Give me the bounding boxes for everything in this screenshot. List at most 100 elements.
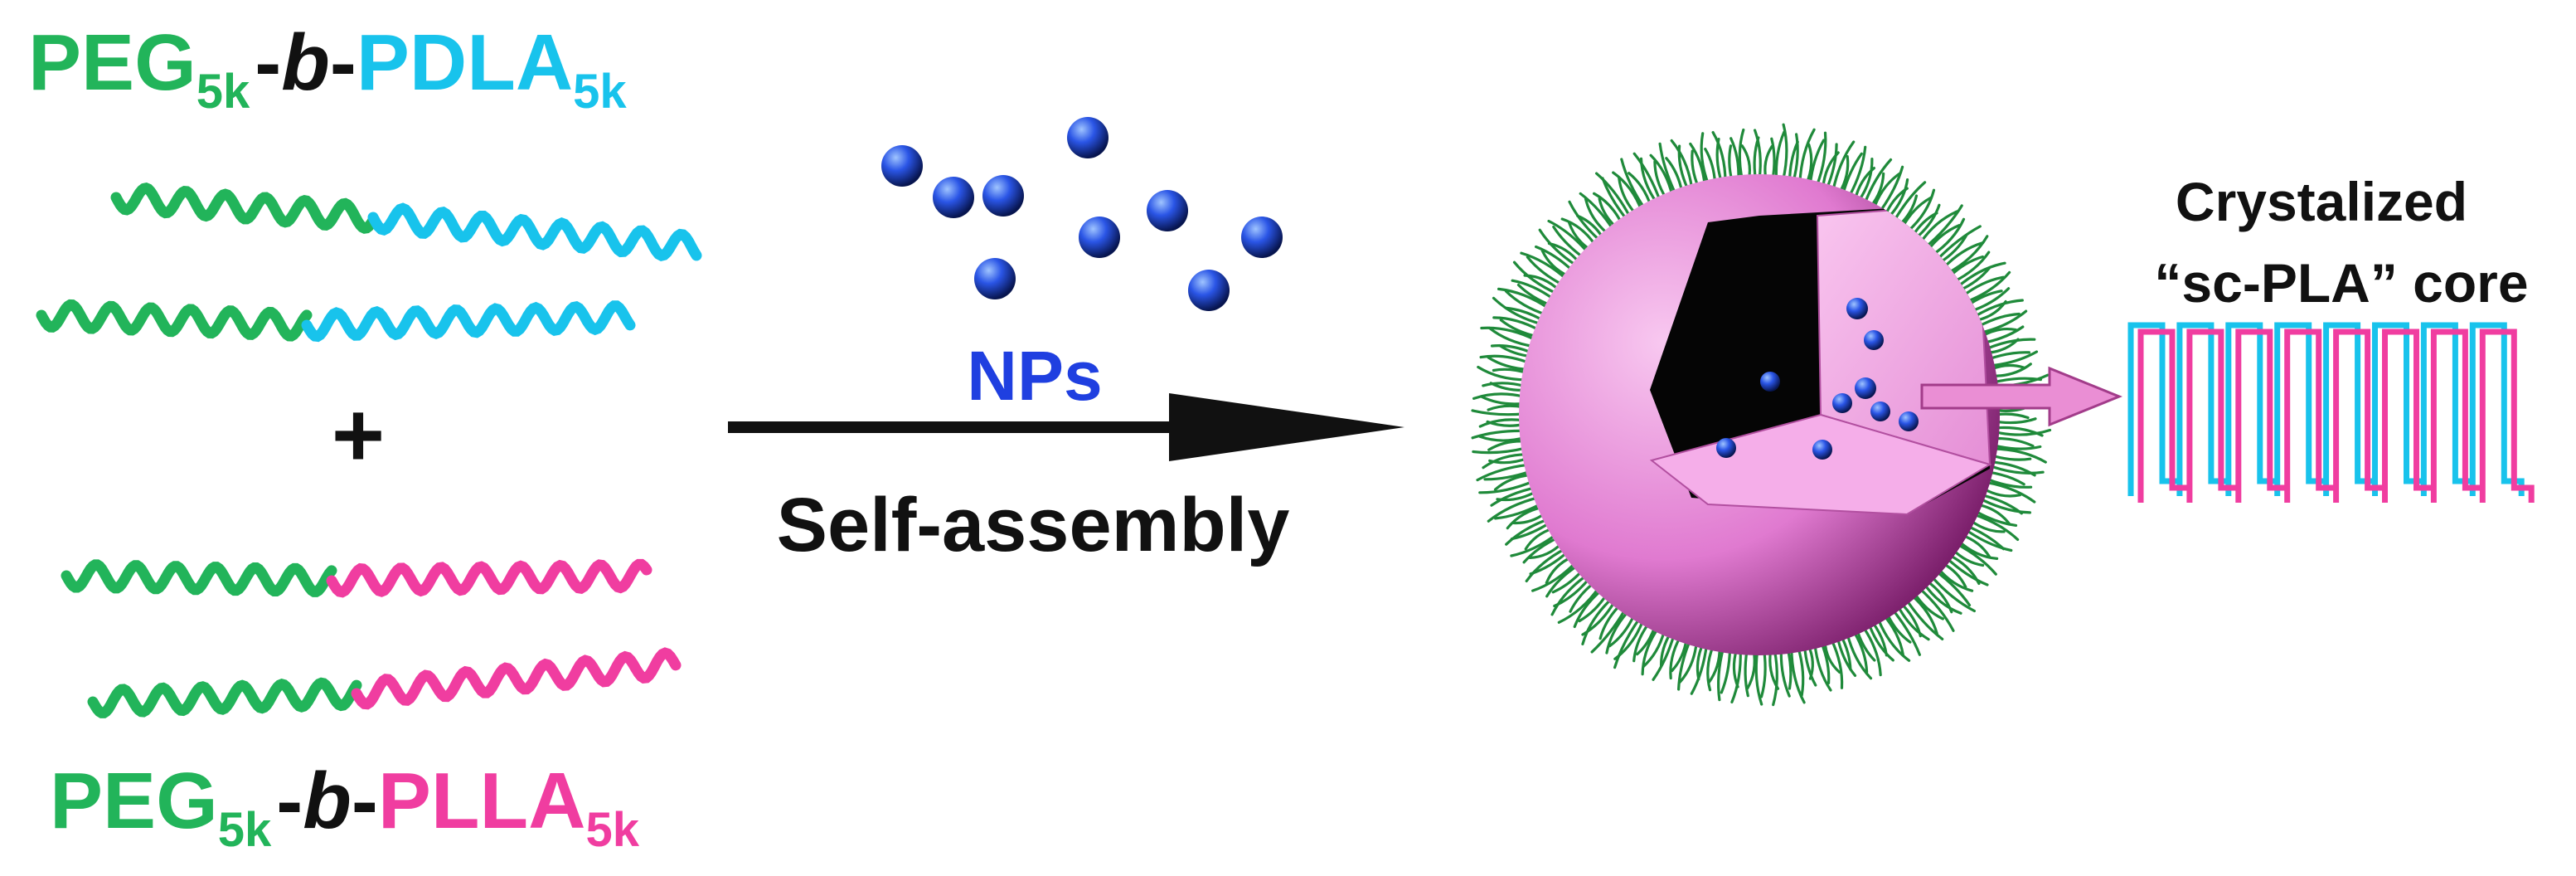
nanoparticle <box>1855 377 1876 399</box>
nanoparticle <box>1899 411 1919 431</box>
peg-hair <box>1815 131 1827 188</box>
peg-hair <box>1964 270 2011 304</box>
dash: - <box>352 757 378 845</box>
peg-hair <box>1729 137 1740 182</box>
peg-hair <box>1658 142 1677 197</box>
peg-hair <box>1487 404 1526 411</box>
bottom-copolymer-label: PEG5k-b-PLLA5k <box>50 757 640 857</box>
core-pointer-arrow <box>1920 366 2122 427</box>
peg-hair <box>1774 130 1786 182</box>
peg-hair <box>1487 496 1540 523</box>
core-label-line2: “sc-PLA” core <box>2154 252 2528 314</box>
peg-text: PEG <box>28 18 196 107</box>
pdla-chain <box>367 202 702 261</box>
peg-hair <box>1759 649 1767 698</box>
nanoparticles-cluster <box>881 117 1283 311</box>
peg-hair <box>1744 649 1749 698</box>
peg-chain <box>36 299 313 342</box>
peg-hair <box>1479 354 1531 365</box>
nanoparticle <box>1079 217 1120 258</box>
dash: - <box>276 757 303 845</box>
peg-text: PEG <box>50 757 218 845</box>
polymer-chains <box>36 182 702 718</box>
peg-hair <box>1770 137 1776 182</box>
peg-hair <box>1632 152 1662 202</box>
pdla-chain <box>301 300 636 343</box>
peg-hair <box>1482 382 1527 388</box>
nanoparticle <box>1812 440 1832 460</box>
cut-face-horizontal <box>1649 413 1992 516</box>
peg-hair <box>1956 261 2006 289</box>
peg-hair <box>1993 412 2030 420</box>
peg-hair <box>1929 574 1976 613</box>
peg-hair <box>1550 573 1589 616</box>
peg-hair <box>1924 204 1963 249</box>
peg-hair <box>1480 326 1538 342</box>
peg-hair <box>1786 647 1793 690</box>
encapsulated-nanoparticles <box>1716 298 1919 460</box>
peg-hair <box>1992 436 2035 448</box>
peg-hair <box>1781 123 1788 182</box>
self-assembly-label: Self-assembly <box>777 483 1290 567</box>
plla-subscript: 5k <box>585 803 639 857</box>
peg-hair <box>1790 646 1806 704</box>
nanoparticle <box>1147 190 1188 231</box>
peg-hair <box>1935 225 1982 261</box>
peg-hair <box>1772 648 1778 707</box>
peg-subscript: 5k <box>196 65 250 119</box>
peg-hair <box>1993 417 2037 425</box>
nanoparticle <box>1846 298 1868 319</box>
peg-hair <box>1497 287 1550 310</box>
peg-hair <box>1478 479 1535 494</box>
peg-hair <box>1471 409 1526 416</box>
nanoparticle <box>1241 217 1283 258</box>
nanoparticle <box>1870 402 1890 421</box>
peg-hair <box>1670 139 1694 191</box>
peg-hair <box>1754 649 1763 706</box>
peg-hair <box>1620 158 1647 211</box>
dash: - <box>330 18 357 107</box>
nanoparticle <box>974 258 1016 299</box>
peg-hair <box>1557 586 1601 624</box>
peg-hair <box>1706 644 1715 692</box>
plla-folded-chain <box>2137 328 2535 503</box>
peg-hair <box>1792 133 1799 183</box>
plla-text: PLLA <box>378 757 586 845</box>
nanoparticle <box>881 145 923 187</box>
peg-chain <box>61 559 337 597</box>
peg-subscript: 5k <box>218 803 272 857</box>
peg-hair <box>1987 464 2045 474</box>
peg-hair <box>1977 497 2031 514</box>
peg-hair <box>1890 607 1921 656</box>
peg-hair <box>1480 395 1526 406</box>
plus-sign: + <box>332 384 385 486</box>
pdla-subscript: 5k <box>573 65 627 119</box>
nanoparticle <box>1864 330 1884 350</box>
peg-hair <box>1798 128 1816 184</box>
nanoparticle <box>1188 270 1230 311</box>
peg-hair <box>1887 178 1909 219</box>
peg-hair <box>1492 296 1544 326</box>
peg-hair <box>1918 586 1955 632</box>
top-copolymer-label: PEG5k-b-PDLA5k <box>28 18 627 119</box>
pdla-folded-chain <box>2127 322 2525 496</box>
block-indicator: b <box>303 757 352 845</box>
plla-chain <box>351 647 682 710</box>
peg-hair <box>1876 616 1911 662</box>
peg-hair <box>1946 235 1989 275</box>
stereocomplex-crystal <box>2127 322 2535 503</box>
peg-chain <box>110 182 379 234</box>
peg-hair <box>1992 428 2052 436</box>
peg-hair <box>1983 480 2036 504</box>
micelle <box>1471 123 2122 707</box>
pdla-text: PDLA <box>357 18 573 107</box>
nanoparticle <box>982 175 1024 217</box>
peg-hair <box>1476 463 1531 482</box>
peg-hair <box>1738 128 1745 182</box>
peg-chain <box>87 677 362 718</box>
peg-hair <box>1728 144 1734 182</box>
peg-hair <box>1991 447 2047 464</box>
peg-hair <box>1472 446 1528 455</box>
peg-hair <box>1520 251 1569 281</box>
